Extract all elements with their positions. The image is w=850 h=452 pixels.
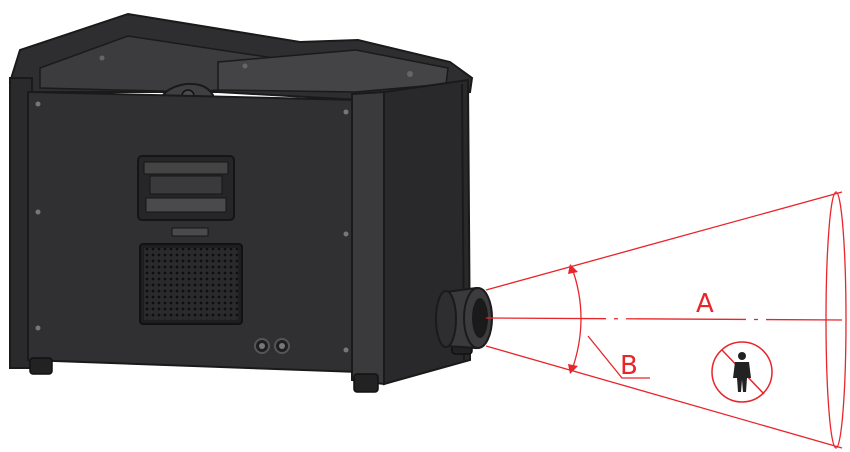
angle-arc [571, 267, 582, 371]
cone-end-ellipse [825, 191, 847, 449]
connector-ports [254, 338, 290, 354]
lid-bolt [242, 63, 248, 69]
vent-grille [139, 243, 243, 325]
cone-lower-edge [485, 345, 843, 449]
front-right-post [351, 90, 385, 386]
cone-center-axis [485, 317, 843, 321]
label-a: A [696, 289, 714, 319]
lid-bolt [99, 55, 105, 61]
foot-left [29, 357, 53, 375]
fog-cone [485, 191, 847, 449]
cone-upper-edge [485, 191, 843, 291]
machine-body [8, 12, 493, 393]
panel-bolts [35, 101, 349, 353]
lid-bolt [407, 71, 413, 77]
no-person-icon [711, 341, 773, 403]
foot-right [353, 373, 379, 393]
carry-handle [137, 155, 235, 221]
label-b: B [620, 351, 638, 381]
label-plate [171, 227, 209, 237]
angle-leader [587, 335, 650, 379]
fog-nozzle [435, 286, 493, 350]
